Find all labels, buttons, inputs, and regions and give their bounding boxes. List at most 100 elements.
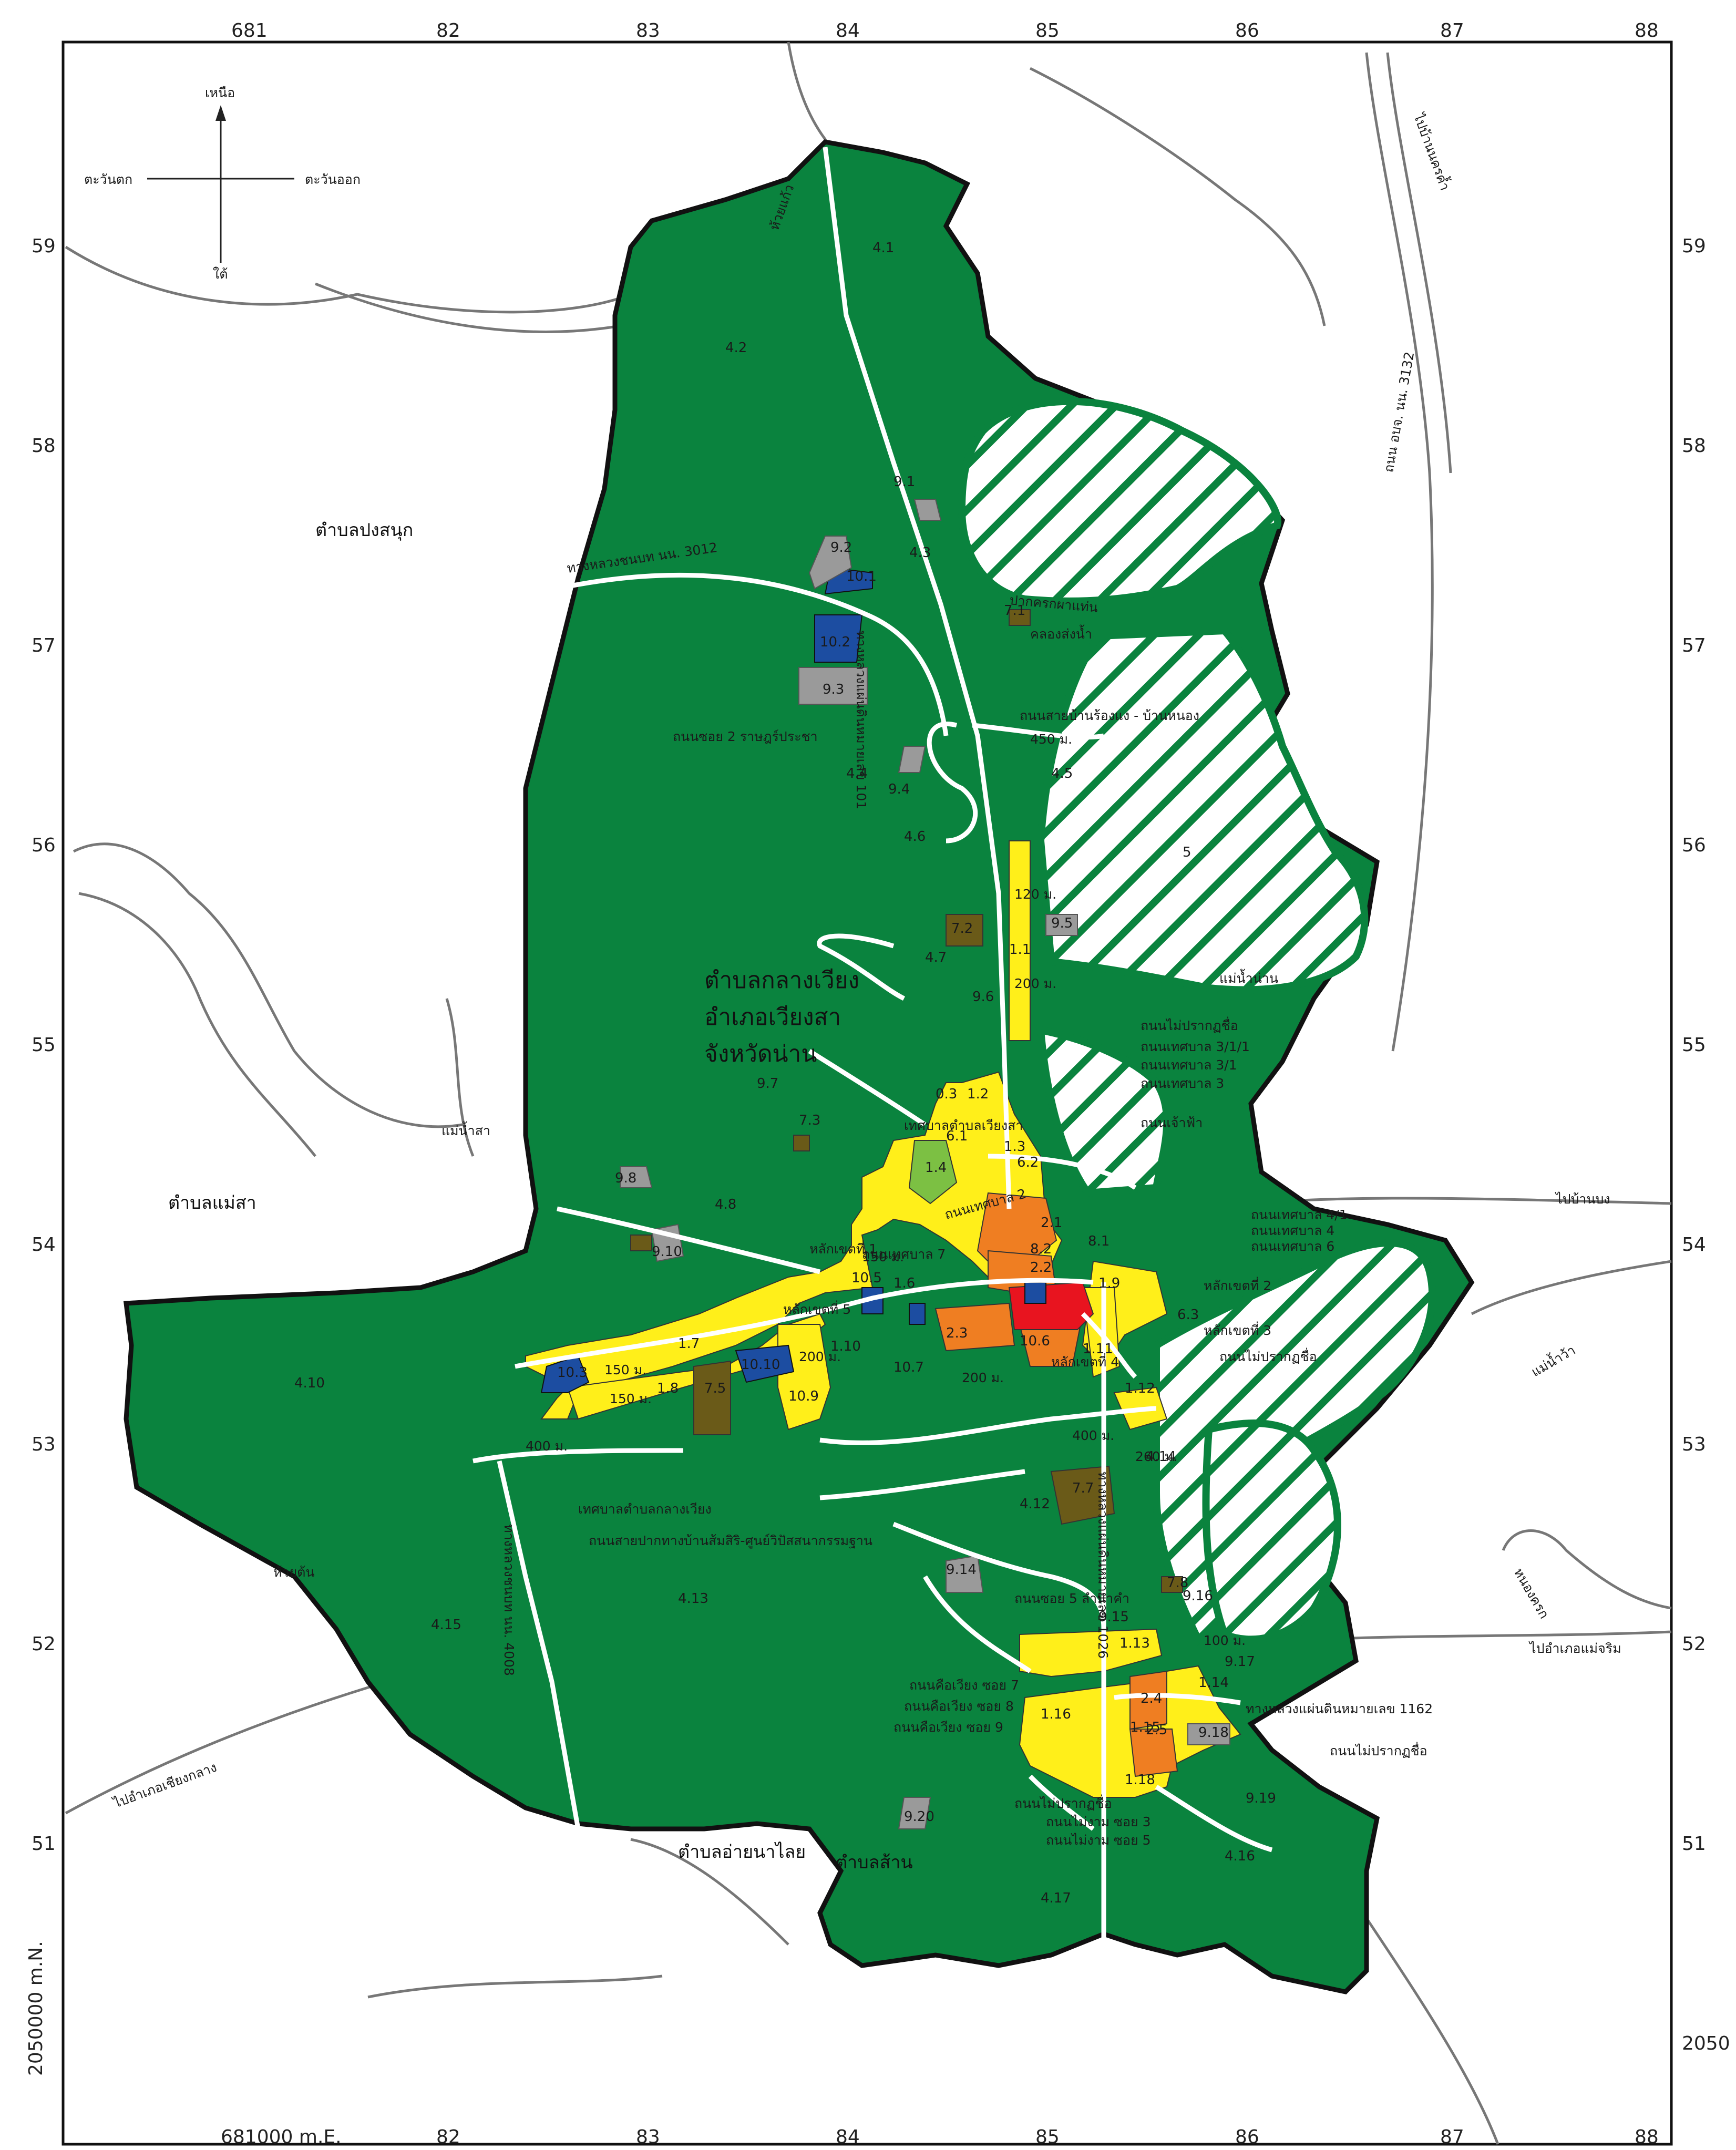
zone-label: 9.18 — [1198, 1725, 1229, 1741]
grid-left: 59 58 57 56 55 54 53 52 51 2050000 m.N. — [25, 235, 56, 2076]
zone-label: 9.1 — [893, 474, 915, 490]
zone-label: 1.4 — [925, 1160, 947, 1176]
title-district: อำเภอเวียงสา — [704, 1004, 841, 1031]
zone-label: 6.1 — [946, 1128, 968, 1144]
gray-zones — [620, 499, 1230, 1829]
zone-label: 10.3 — [557, 1365, 588, 1381]
zone-label: 1.15 — [1130, 1720, 1160, 1735]
zone-label: 9.7 — [757, 1076, 778, 1092]
grid-bottom-label: 86 — [1235, 2126, 1259, 2148]
grid-right-label: 59 — [1682, 235, 1706, 257]
zone-label: 2.2 — [1030, 1260, 1052, 1275]
grid-left-label: 54 — [32, 1234, 56, 1256]
road-label-mai-ngam-3: ถนนไม่งาม ซอย 3 — [1046, 1814, 1151, 1829]
road-label-to-ban-bong: ไปบ้านบง — [1555, 1191, 1610, 1207]
blue-zones — [540, 567, 1046, 1393]
road-label-lak-5: หลักเขตที่ 5 — [783, 1300, 851, 1317]
grid-right-label: 56 — [1682, 835, 1706, 856]
compass: เหนือ ใต้ ตะวันออก ตะวันตก — [84, 85, 361, 282]
grid-right-label: 58 — [1682, 435, 1706, 457]
place-pong-sanuk: ตำบลปงสนุก — [315, 520, 413, 541]
road-label-sai-prakarn: ถนนสายปากทางบ้านส้มสิริ-ศูนย์วิปัสสนากรร… — [589, 1533, 872, 1549]
zone-label: 9.5 — [1051, 915, 1073, 931]
road-label-tesaban-3-1: ถนนเทศบาล 3/1 — [1141, 1057, 1237, 1073]
zone-label: 9.6 — [972, 989, 994, 1005]
road-label-dist-120: 120 ม. — [1014, 887, 1056, 902]
place-san: ตำบลส้าน — [836, 1852, 913, 1873]
zone-label: 4.15 — [431, 1617, 461, 1633]
road-label-dist-150a: 150 ม. — [604, 1362, 646, 1377]
grid-bottom-label: 87 — [1440, 2126, 1464, 2148]
road-label-sai-ban-rong: ถนนสายบ้านร้องแง - บ้านหนอง — [1020, 708, 1199, 723]
place-klang-wiang-muni: เทศบาลตำบลกลางเวียง — [578, 1501, 712, 1517]
zone-label: 10.1 — [846, 569, 877, 584]
road-label-soi5-lamkham: ถนนซอย 5 ลำนาคำ — [1014, 1591, 1129, 1606]
road-label-dist-200b: 200 ม. — [799, 1349, 841, 1364]
grid-left-label: 56 — [32, 835, 56, 856]
road-label-khuea-wiang-9: ถนนคือเวียง ซอย 9 — [893, 1720, 1003, 1735]
zone-label: 9.10 — [652, 1244, 682, 1260]
grid-bottom: 681000 m.E. 82 83 84 85 86 87 88 — [221, 2126, 1659, 2148]
road-label-tesaban-4-1: ถนนเทศบาล 4/1 — [1251, 1207, 1348, 1222]
road-label-tesaban-3-1-1: ถนนเทศบาล 3/1/1 — [1141, 1039, 1250, 1054]
road-label-lak-3: หลักเขตที่ 3 — [1204, 1321, 1271, 1338]
road-label-dist-100: 100 ม. — [1204, 1633, 1246, 1648]
title-subdistrict: ตำบลกลางเวียง — [704, 967, 859, 994]
grid-top-label: 681 — [231, 20, 268, 42]
zone-label: 4.4 — [846, 766, 868, 781]
zone-label: 9.14 — [946, 1562, 977, 1578]
zone-label: 9.2 — [830, 540, 852, 555]
grid-bottom-label: 84 — [836, 2126, 860, 2148]
compass-north: เหนือ — [205, 85, 235, 100]
road-label-lak-4: หลักเขตที่ 4 — [1051, 1353, 1119, 1370]
grid-left-label: 52 — [32, 1633, 56, 1655]
map-title: ตำบลกลางเวียง อำเภอเวียงสา จังหวัดน่าน — [704, 967, 859, 1067]
zone-label: 1.3 — [1004, 1139, 1025, 1155]
road-label-huai-ton: ห้วยต้น — [273, 1565, 315, 1580]
grid-left-label: 57 — [32, 635, 56, 656]
grid-right-label: 52 — [1682, 1633, 1706, 1655]
road-label-dist-450: 450 ม. — [1030, 732, 1072, 747]
zone-label: 10.7 — [893, 1360, 924, 1375]
zone-label: 6.2 — [1017, 1155, 1039, 1170]
zone-label: 0.3 — [936, 1086, 957, 1102]
zone-label: 7.3 — [799, 1113, 820, 1128]
grid-bottom-label: 88 — [1635, 2126, 1659, 2148]
road-label-h101: ทางหลวงแผ่นดินหมายเลข 101 — [854, 631, 869, 809]
zone-label: 4.14 — [1146, 1449, 1176, 1465]
zone-label: 1.2 — [967, 1086, 989, 1102]
road-label-lak-1: หลักเขตที่ 1 — [809, 1240, 877, 1257]
grid-bottom-label: 85 — [1035, 2126, 1060, 2148]
zone-label: 5 — [1183, 845, 1191, 860]
zone-label: 1.7 — [678, 1336, 700, 1352]
road-label-dist-400b: 400 ม. — [1072, 1428, 1114, 1443]
road-label-mai-ngam-5: ถนนไม่งาม ซอย 5 — [1046, 1833, 1151, 1848]
internal-roads — [472, 147, 1273, 1997]
zone-label: 4.8 — [715, 1197, 736, 1212]
zone-label: 9.8 — [615, 1170, 636, 1186]
grid-bottom-label: 82 — [436, 2126, 460, 2148]
striped-zone-5 — [958, 397, 1436, 1646]
road-label-khuea-wiang-8: ถนนคือเวียง ซอย 8 — [904, 1699, 1014, 1714]
grid-right: 59 58 57 56 55 54 53 52 51 2050 — [1682, 235, 1730, 2054]
place-names: ตำบลปงสนุก ตำบลแม่สา ตำบลอ่ายนาไลย ตำบลส… — [168, 520, 1023, 1873]
zone-label: 4.1 — [872, 240, 894, 256]
compass-west: ตะวันตก — [84, 172, 132, 187]
grid-left-label: 51 — [32, 1833, 56, 1855]
grid-top-label: 82 — [436, 20, 460, 42]
road-label-to-mae-charim: ไปอำเภอแม่จริม — [1528, 1641, 1621, 1656]
road-label-h1026: ทางหลวงแผ่นดินหมายเลข 1026 — [1095, 1472, 1111, 1659]
zone-label: 4.3 — [909, 545, 931, 561]
zone-label: 8.2 — [1030, 1241, 1052, 1257]
zone-label: 4.10 — [294, 1375, 325, 1391]
grid-top-label: 85 — [1035, 20, 1060, 42]
zone-label: 9.15 — [1098, 1609, 1129, 1625]
grid-right-label: 54 — [1682, 1234, 1706, 1256]
place-ai-na-lai: ตำบลอ่ายนาไลย — [678, 1842, 806, 1863]
grid-bottom-label: 83 — [636, 2126, 660, 2148]
road-label-chao-fa: ถนนเจ้าฟ้า — [1141, 1115, 1203, 1130]
zone-label: 4.7 — [925, 950, 947, 965]
zone-label: 4.5 — [1051, 766, 1073, 781]
grid-top-label: 88 — [1635, 20, 1659, 42]
